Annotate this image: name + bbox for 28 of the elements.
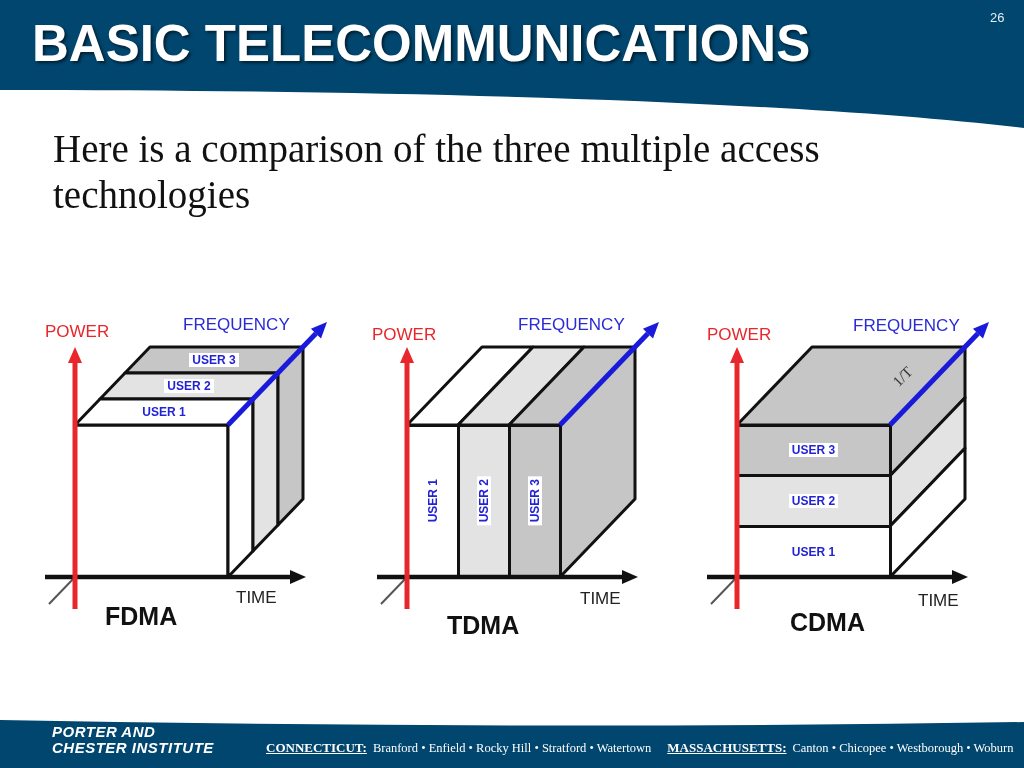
state-heading: CONNECTICUT: — [266, 740, 367, 756]
user-label: USER 2 — [164, 379, 214, 393]
axis-label: POWER — [707, 325, 772, 345]
axis-label: FREQUENCY — [183, 315, 290, 335]
campus-list: Canton • Chicopee • Westborough • Woburn — [792, 741, 1014, 756]
axis-label: POWER — [45, 322, 110, 342]
user-label: USER 2 — [788, 494, 839, 508]
institute-name: PORTER AND CHESTER INSTITUTE — [52, 724, 215, 756]
user-label: USER 1 — [139, 405, 189, 419]
diagram-caption: CDMA — [790, 608, 865, 637]
scale-label: 1/T — [889, 363, 917, 391]
slide-title: BASIC TELECOMMUNICATIONS — [32, 14, 811, 73]
axis-label: POWER — [372, 325, 437, 345]
axis-label: TIME — [918, 591, 959, 611]
user-label: USER 3 — [527, 476, 542, 526]
user-label: USER 3 — [788, 443, 839, 458]
axis-label: TIME — [580, 589, 621, 609]
user-label: USER 3 — [189, 353, 239, 367]
campus-list: Branford • Enfield • Rocky Hill • Stratford • Watertown — [372, 741, 652, 756]
diagram-caption: TDMA — [447, 611, 520, 640]
axis-label: TIME — [236, 588, 277, 608]
axis-label: FREQUENCY — [853, 316, 960, 336]
intro-paragraph: Here is a comparison of the three multiple access technologies — [53, 126, 821, 218]
axis-label: FREQUENCY — [518, 315, 625, 335]
state-heading: MASSACHUSETTS: — [667, 740, 787, 756]
page-number: 26 — [990, 10, 1005, 25]
diagram-caption: FDMA — [105, 602, 178, 631]
user-label: USER 2 — [476, 476, 491, 526]
